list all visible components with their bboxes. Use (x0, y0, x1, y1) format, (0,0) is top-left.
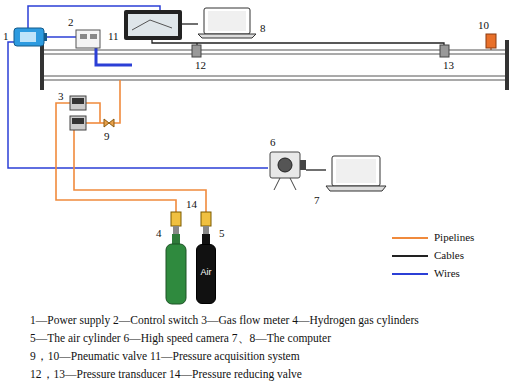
callout-number: 4 (156, 227, 162, 240)
callout-number: 3 (58, 90, 64, 103)
callout-number: 1 (3, 30, 9, 43)
pressure-reducing-valve (171, 212, 211, 234)
legend-text: Pipelines (434, 231, 474, 244)
pressure-transducer (192, 45, 201, 57)
hydrogen-cylinder (166, 234, 186, 304)
legend-text: Wires (434, 267, 460, 280)
key-line: 1—Power supply 2—Control switch 3—Gas fl… (30, 313, 419, 327)
pneumatic-valve (486, 34, 496, 50)
callout-number: 10 (478, 19, 489, 32)
high-speed-camera (270, 152, 306, 190)
callout-number: 6 (270, 136, 276, 149)
power-supply (14, 28, 47, 46)
callout-number: 11 (108, 30, 119, 43)
callout-number: 7 (314, 194, 320, 207)
air-cylinder: Air (196, 244, 216, 304)
callout-number: 13 (443, 59, 454, 72)
legend-text: Cables (434, 249, 464, 262)
callout-number: 5 (219, 227, 225, 240)
tube (40, 40, 509, 90)
legend-samples (392, 238, 428, 274)
gas-flow-meter (70, 96, 86, 130)
wires (8, 6, 268, 168)
cylinder-label: Air (201, 267, 212, 278)
computer (198, 8, 256, 38)
cables (152, 24, 444, 170)
callout-number: 8 (260, 22, 266, 35)
control-switch (76, 30, 100, 48)
key-line: 12，13—Pressure transducer 14—Pressure re… (30, 367, 302, 381)
pneumatic-valve (104, 119, 114, 127)
callout-number: 2 (68, 16, 74, 29)
air-cylinder-neck (202, 234, 210, 244)
pressure-transducer (440, 45, 449, 57)
computer (326, 156, 386, 191)
callout-number: 12 (195, 59, 206, 72)
callout-number: 9 (104, 130, 110, 143)
key-line: 9，10—Pneumatic valve 11—Pressure acquisi… (30, 349, 300, 363)
pressure-acquisition-system (124, 10, 182, 40)
callout-number: 14 (186, 198, 197, 211)
pipelines (56, 80, 206, 212)
key-line: 5—The air cylinder 6—High speed camera 7… (30, 331, 331, 345)
